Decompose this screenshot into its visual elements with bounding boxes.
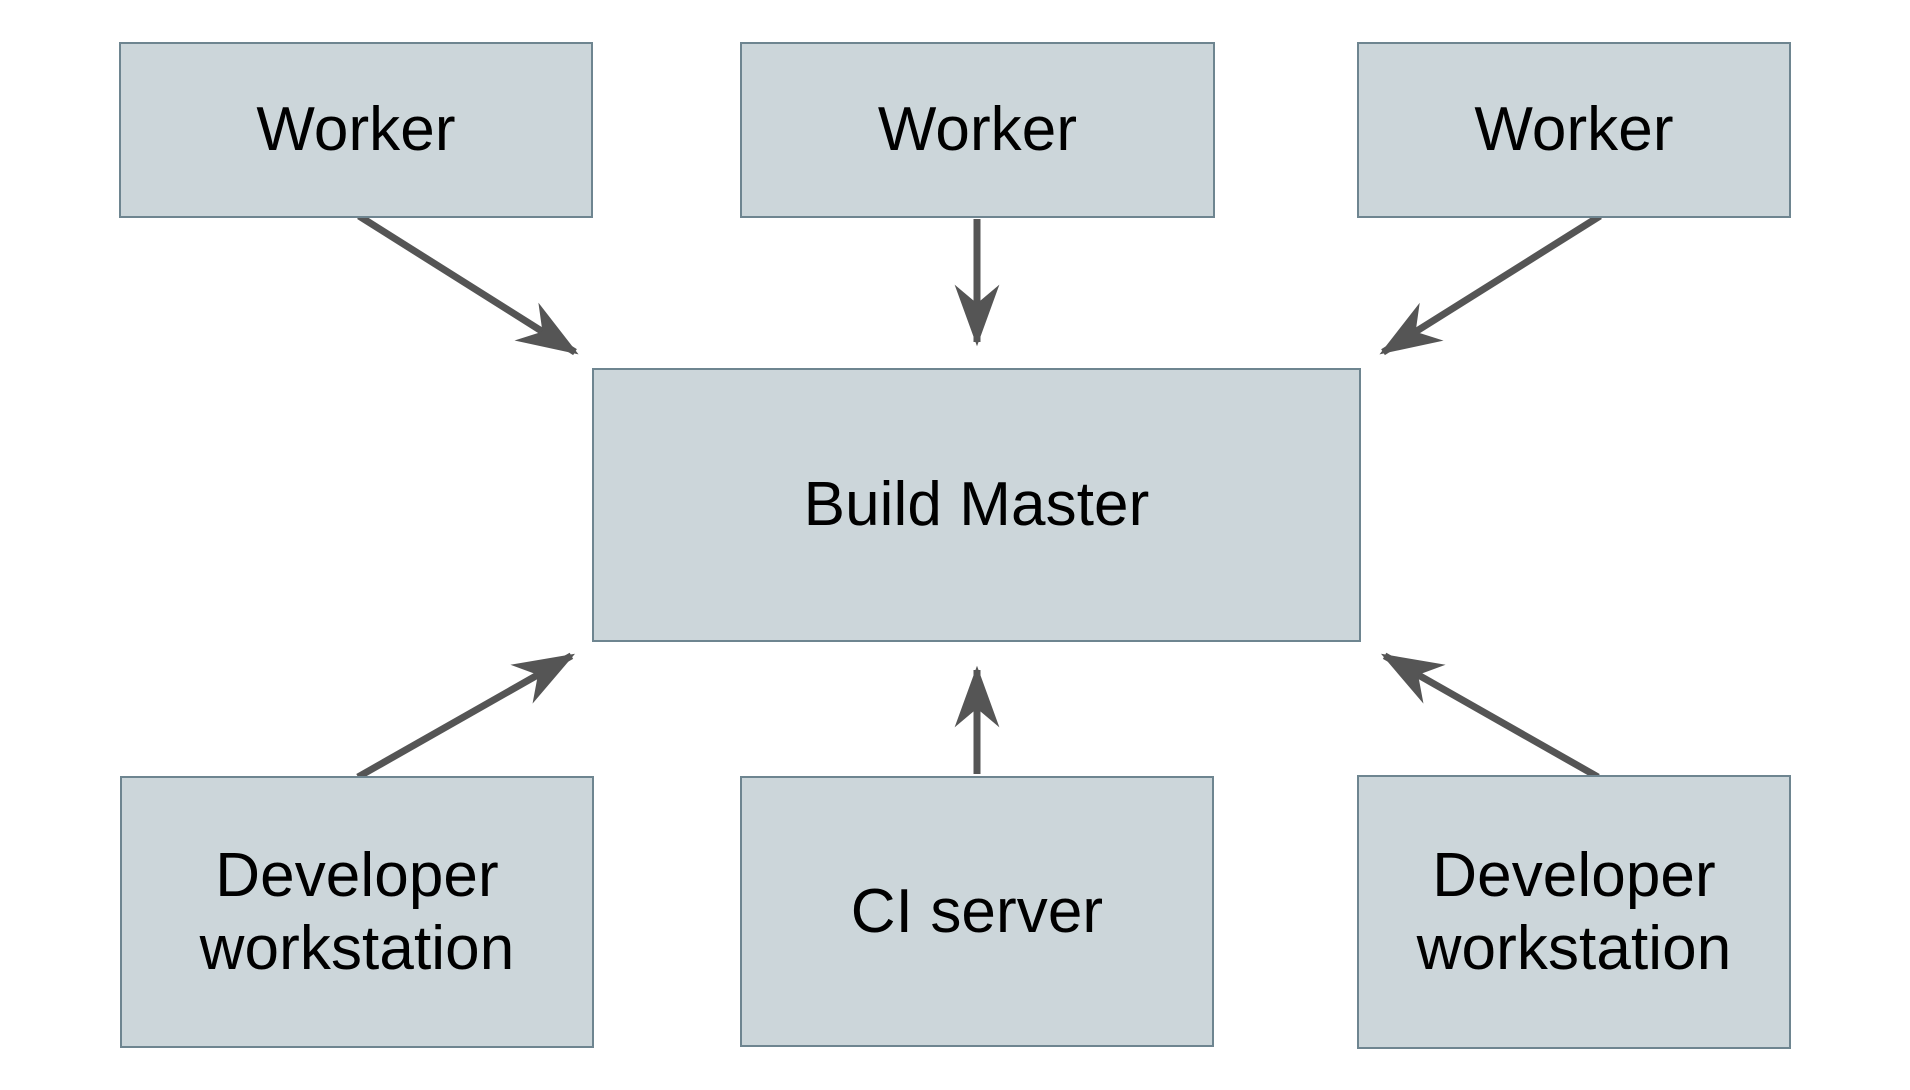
node-label: Build Master — [803, 470, 1150, 540]
node-ci-server[interactable]: CI server — [740, 776, 1214, 1047]
node-label: Worker — [1474, 95, 1674, 165]
edge-devleft-master — [356, 652, 576, 781]
node-dev-ws-left[interactable]: Developer workstation — [120, 776, 594, 1048]
edge-worker1-master — [357, 213, 579, 356]
node-label: Developer workstation — [199, 840, 515, 983]
edge-worker3-master — [1379, 213, 1602, 356]
node-worker-3[interactable]: Worker — [1357, 42, 1791, 218]
edge-devright-master — [1380, 652, 1600, 781]
node-label: Worker — [877, 95, 1078, 165]
node-label: CI server — [850, 876, 1104, 946]
node-build-master[interactable]: Build Master — [592, 368, 1361, 642]
node-worker-2[interactable]: Worker — [740, 42, 1215, 218]
node-label: Worker — [256, 95, 456, 165]
node-label: Developer workstation — [1416, 840, 1732, 983]
node-worker-1[interactable]: Worker — [119, 42, 593, 218]
node-dev-ws-right[interactable]: Developer workstation — [1357, 775, 1791, 1049]
